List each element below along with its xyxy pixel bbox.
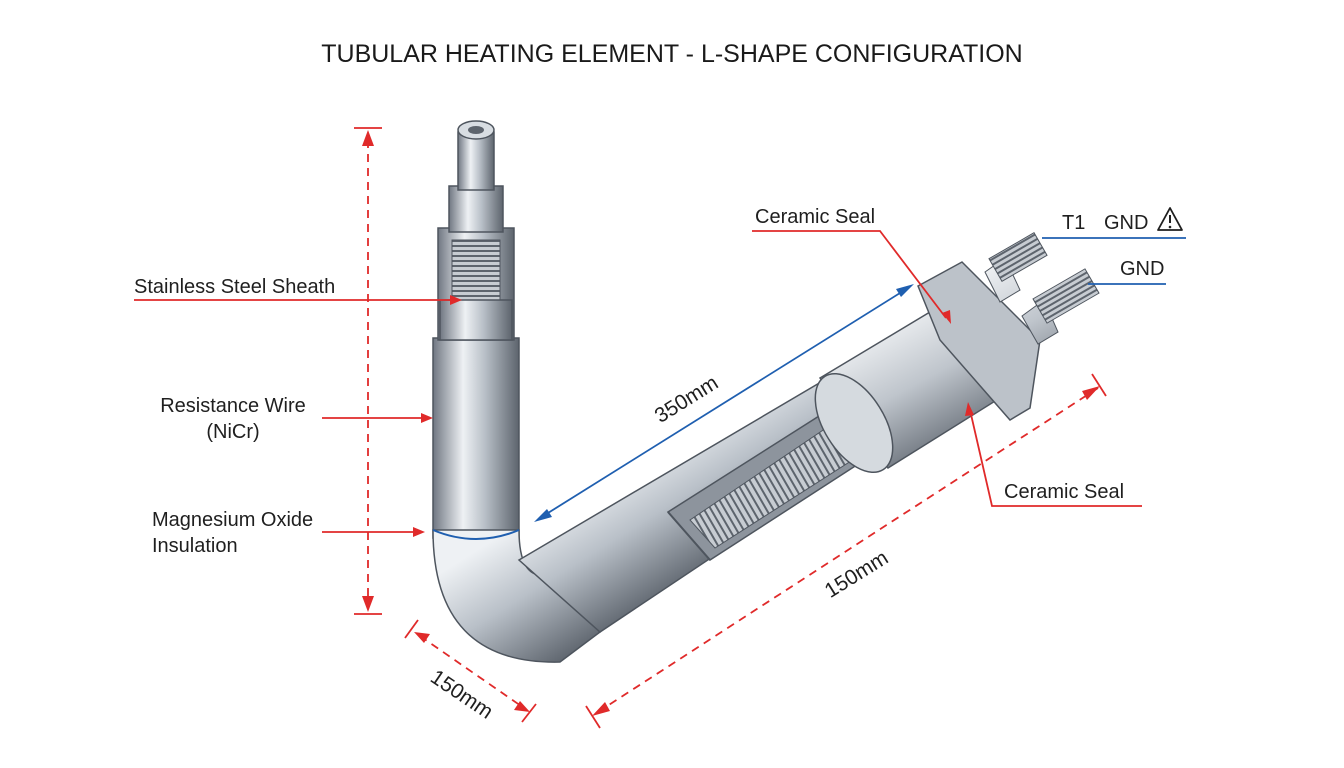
- insulation-marker-line: [432, 529, 520, 540]
- leader-lines: [134, 230, 1186, 537]
- label-ceramic-seal-top: Ceramic Seal: [755, 206, 875, 228]
- label-magnesium-oxide: Magnesium Oxide: [152, 509, 313, 531]
- dimension-lines: [354, 127, 1107, 729]
- warning-triangle-icon: [1157, 207, 1183, 231]
- dimension-label-350mm: 350mm: [651, 371, 723, 428]
- label-terminal-gnd: GND: [1104, 212, 1148, 234]
- diagram-title: TUBULAR HEATING ELEMENT - L-SHAPE CONFIG…: [321, 40, 1022, 68]
- label-ceramic-seal-bottom: Ceramic Seal: [1004, 481, 1124, 503]
- label-stainless-steel-sheath: Stainless Steel Sheath: [134, 276, 335, 298]
- label-insulation: Insulation: [152, 535, 238, 557]
- dimension-label-150mm-left: 150mm: [426, 665, 497, 723]
- label-resistance-wire: Resistance Wire: [160, 395, 306, 417]
- tube-body: [432, 120, 1100, 663]
- dimension-label-150mm-right: 150mm: [821, 546, 893, 603]
- label-resistance-wire-material: (NiCr): [206, 421, 259, 443]
- label-terminal-t1: T1: [1062, 212, 1085, 234]
- label-terminal-gnd-2: GND: [1120, 258, 1164, 280]
